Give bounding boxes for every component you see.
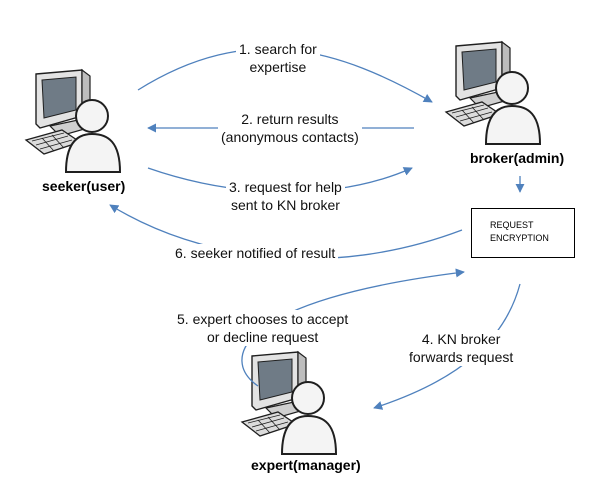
step-3-line-1: 3. request for help bbox=[229, 179, 342, 195]
step-6-line-1: 6. seeker notified of result bbox=[175, 245, 336, 261]
seeker-label: seeker(user) bbox=[42, 178, 126, 194]
step-6-label: 6. seeker notified of result bbox=[172, 244, 339, 262]
encryption-box-line-1: REQUEST bbox=[490, 220, 534, 230]
step-5-line-2: or decline request bbox=[206, 329, 319, 345]
step-5-label: 5. expert chooses to accept or decline r… bbox=[174, 310, 352, 346]
step-1-line-1: 1. search for bbox=[239, 41, 317, 57]
step-1-label: 1. search for expertise bbox=[236, 40, 320, 76]
encryption-box-line-2: ENCRYPTION bbox=[490, 233, 549, 243]
step-4-line-2: forwards request bbox=[409, 349, 514, 365]
step-2-line-2: (anonymous contacts) bbox=[221, 129, 359, 145]
request-encryption-box: REQUEST ENCRYPTION bbox=[471, 208, 575, 258]
step-4-line-1: 4. KN broker bbox=[421, 331, 501, 347]
step-5-line-1: 5. expert chooses to accept bbox=[177, 311, 349, 327]
step-2-label: 2. return results (anonymous contacts) bbox=[218, 110, 362, 146]
step-3-label: 3. request for help sent to KN broker bbox=[226, 178, 345, 214]
seeker-computer-icon bbox=[25, 69, 121, 173]
broker-label: broker(admin) bbox=[470, 150, 565, 166]
step-3-line-2: sent to KN broker bbox=[230, 197, 340, 213]
expert-computer-icon bbox=[241, 351, 337, 455]
step-1-line-2: expertise bbox=[249, 59, 307, 75]
step-4-label: 4. KN broker forwards request bbox=[406, 330, 517, 366]
broker-computer-icon bbox=[445, 41, 541, 145]
step-2-line-1: 2. return results bbox=[241, 111, 339, 127]
expert-label: expert(manager) bbox=[251, 457, 361, 473]
